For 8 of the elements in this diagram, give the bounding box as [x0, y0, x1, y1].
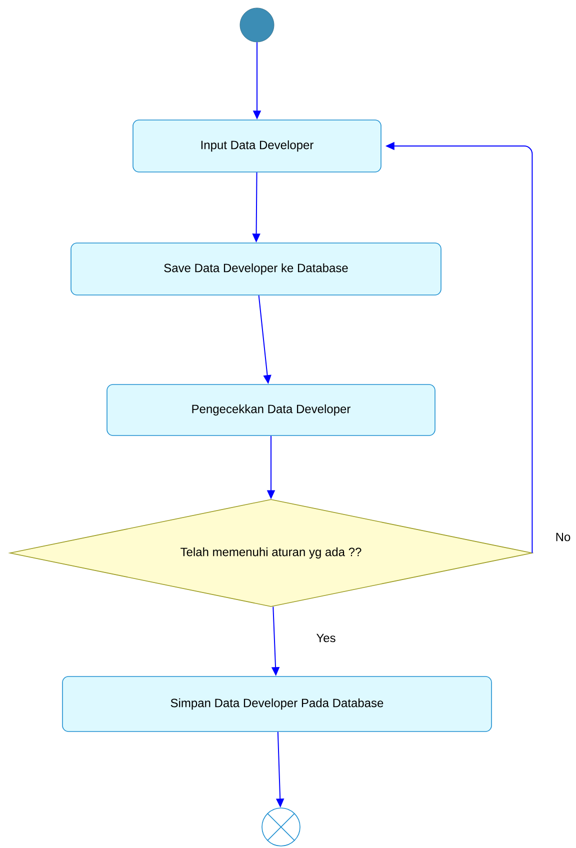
- activity-box: Save Data Developer ke Database: [70, 242, 442, 296]
- end-node: [262, 808, 300, 846]
- activity-box: Pengecekkan Data Developer: [106, 384, 436, 436]
- start-node: [240, 8, 274, 42]
- edge-label: Yes: [315, 632, 337, 644]
- edge-label: No: [554, 532, 572, 542]
- activity-box: Input Data Developer: [132, 120, 382, 172]
- activity-box: Simpan Data Developer Pada Database: [62, 676, 492, 732]
